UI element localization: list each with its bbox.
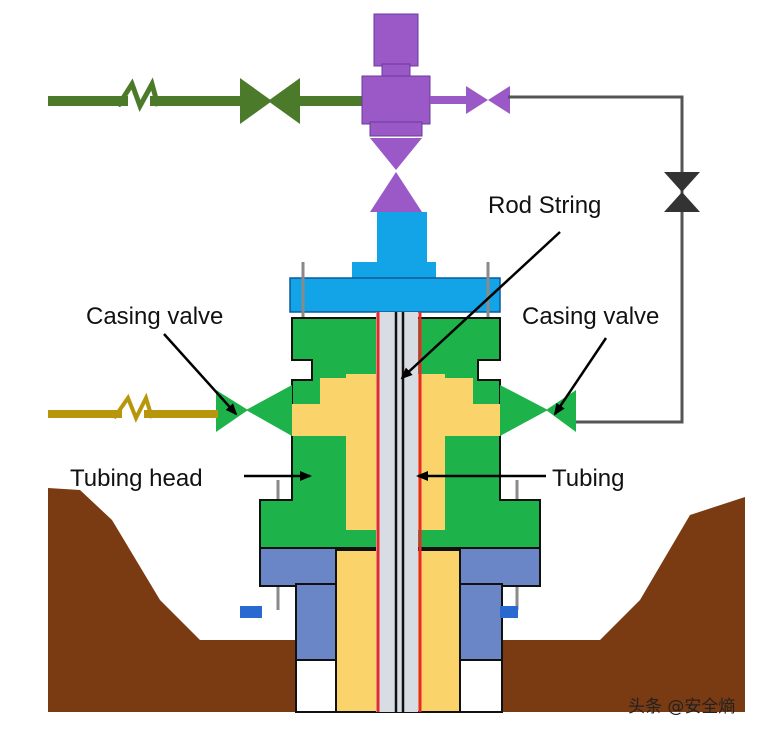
master-valve-top-icon (370, 138, 422, 170)
casing-valve-right-icon (500, 385, 548, 436)
casing-valve-right-body (546, 390, 576, 432)
arrow-casing-valve-right (553, 337, 608, 416)
casing-valve-left-icon (246, 385, 292, 436)
casing-flowline (48, 392, 218, 423)
flowline-valve-right-icon (268, 78, 300, 124)
label-arrows (163, 231, 608, 481)
bypass-valve-top-icon (664, 172, 700, 192)
label-rod-string: Rod String (488, 192, 601, 219)
ground-right (494, 497, 745, 712)
flowline-valve-left-icon (240, 78, 272, 124)
label-tubing: Tubing (552, 465, 625, 492)
watermark: 头条 @安全熵 (628, 697, 735, 717)
bypass-valve-bottom-icon (664, 192, 700, 212)
label-tubing-head: Tubing head (70, 465, 203, 492)
production-flowline (48, 77, 362, 124)
wing-valve-right-icon (488, 86, 510, 114)
arrow-casing-valve-left (163, 333, 238, 416)
ground-left (48, 488, 300, 712)
tubing-and-rod (376, 312, 422, 712)
bypass-line (508, 95, 700, 424)
wing-valve-left-icon (466, 86, 488, 114)
stuffing-box-assembly (361, 13, 510, 212)
arrow-rod-string (400, 231, 561, 380)
tubing-adapter (289, 212, 501, 313)
master-valve-bottom-icon (370, 172, 422, 212)
label-casing-valve-left: Casing valve (86, 303, 223, 330)
label-casing-valve-right: Casing valve (522, 303, 659, 330)
